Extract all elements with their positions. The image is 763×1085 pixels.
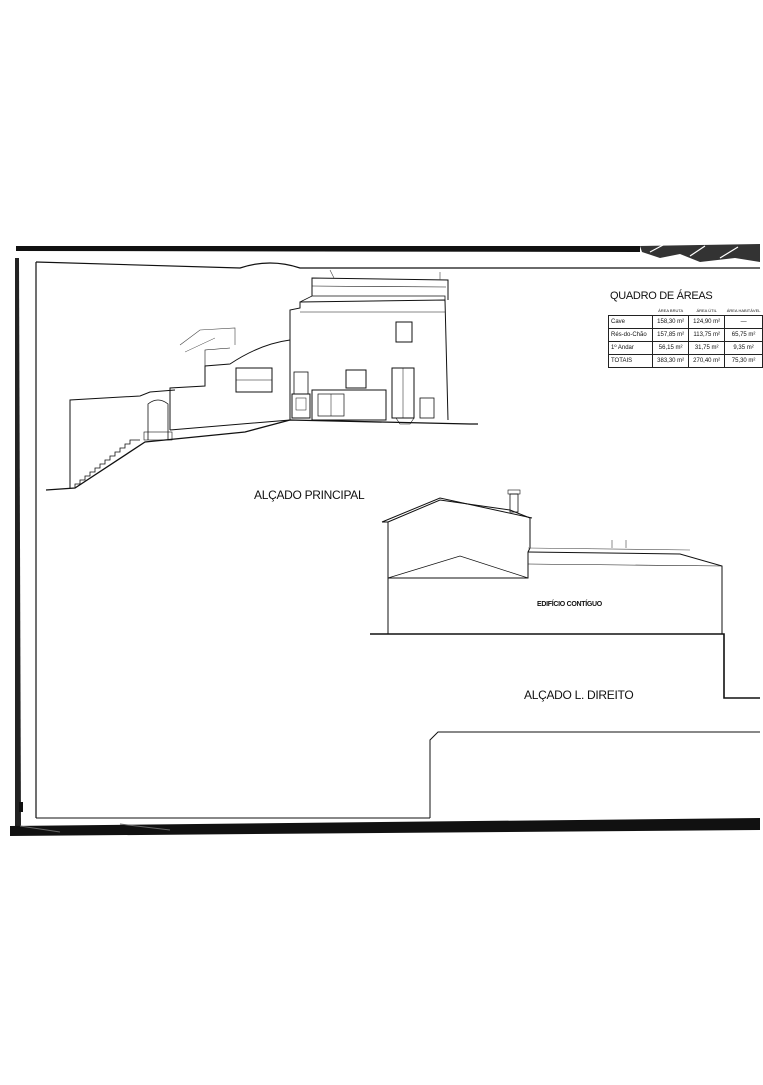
gate [147, 399, 169, 440]
chimney [509, 493, 519, 513]
entrance-door [291, 393, 311, 419]
area-value: 65,75 m² [724, 328, 763, 342]
areas-row: Rés-do-Chão 157,85 m² 113,75 m² 65,75 m² [607, 328, 763, 342]
area-value: 9,35 m² [724, 341, 763, 355]
areas-table: ÁREA BRUTA ÁREA ÚTIL ÁREA HABITÁVEL Cave… [607, 305, 763, 368]
area-value: 124,90 m² [688, 315, 726, 329]
sheet-left-edge [15, 258, 21, 830]
sheet-top-edge [16, 246, 640, 252]
areas-header-row: ÁREA BRUTA ÁREA ÚTIL ÁREA HABITÁVEL [608, 305, 763, 316]
main-building [289, 299, 449, 421]
area-value: 158,30 m² [652, 315, 690, 329]
area-value: 383,30 m² [652, 354, 690, 368]
row-label: 1º Andar [607, 341, 654, 355]
adjacent-building-label: EDIFÍCIO CONTÍGUO [537, 601, 602, 608]
area-value: 157,85 m² [652, 328, 690, 342]
column-header: ÁREA HABITÁVEL [724, 305, 763, 316]
area-value: 56,15 m² [652, 341, 690, 355]
column-header: ÁREA ÚTIL [688, 305, 725, 316]
area-value: — [724, 315, 763, 329]
area-value: 31,75 m² [688, 341, 726, 355]
row-label: TOTAIS [607, 354, 654, 368]
sheet-bottom-edge [10, 818, 760, 836]
row-label: Rés-do-Chão [607, 328, 654, 342]
areas-row: 1º Andar 56,15 m² 31,75 m² 9,35 m² [607, 341, 763, 355]
window [293, 371, 309, 395]
ground-line-direito [370, 633, 760, 699]
small-opening [419, 397, 435, 419]
area-value: 270,40 m² [688, 354, 726, 368]
adjacent-building [527, 551, 723, 634]
boundary-wall [69, 389, 176, 488]
side-building [387, 499, 531, 634]
elevation-principal-title: ALÇADO PRINCIPAL [254, 488, 365, 502]
areas-totals-row: TOTAIS 383,30 m² 270,40 m² 75,30 m² [607, 354, 763, 368]
upper-window [395, 321, 413, 343]
areas-table-title: QUADRO DE ÁREAS [610, 290, 713, 302]
elevation-right-title: ALÇADO L. DIREITO [524, 688, 634, 702]
row-label: Cave [607, 315, 654, 329]
column-header: ÁREA BRUTA [652, 305, 689, 316]
ground-line-principal [45, 419, 478, 491]
torn-corner-decoration [640, 244, 760, 262]
drawing-frame [35, 261, 760, 269]
exterior-stairs [74, 439, 140, 488]
adjacent-sheet-outline [429, 731, 760, 818]
terrace-wall [311, 389, 387, 421]
upper-parapet [311, 277, 449, 300]
areas-row: Cave 158,30 m² 124,90 m² — [607, 315, 763, 329]
area-value: 75,30 m² [724, 354, 763, 368]
window [345, 369, 367, 389]
area-value: 113,75 m² [688, 328, 726, 342]
roof-top [299, 295, 446, 303]
